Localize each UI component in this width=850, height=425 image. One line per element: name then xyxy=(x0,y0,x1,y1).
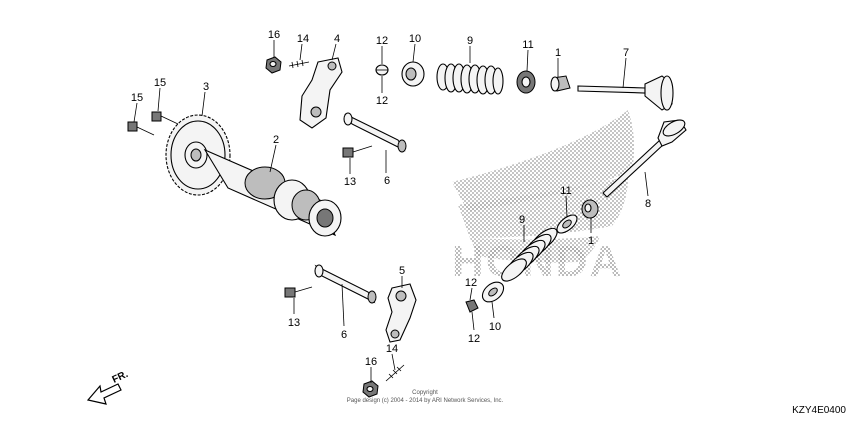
callout-2: 2 xyxy=(273,134,279,146)
callout-15-a: 15 xyxy=(154,77,166,89)
callout-10-upper: 10 xyxy=(409,33,421,45)
copyright-line-2: Page design (c) 2004 - 2014 by ARI Netwo… xyxy=(347,398,504,404)
sprocket-bolt-2 xyxy=(127,121,155,136)
callout-13-upper: 13 xyxy=(344,176,356,188)
callout-12-upper-a: 12 xyxy=(376,35,388,47)
spring-seat-upper xyxy=(516,70,536,94)
rocker-shaft-upper xyxy=(343,112,407,153)
callout-10-lower: 10 xyxy=(489,321,501,333)
callout-13-lower: 13 xyxy=(288,317,300,329)
callout-5: 5 xyxy=(399,265,405,277)
spring-retainer-lower xyxy=(481,281,505,303)
callout-1-lower: 1 xyxy=(588,235,594,247)
nut-lower xyxy=(362,380,379,398)
camshaft xyxy=(203,148,342,237)
diagram-code: KZY4E0400 xyxy=(792,405,846,416)
callout-9-upper: 9 xyxy=(467,35,473,47)
callout-6-upper: 6 xyxy=(384,175,390,187)
nut-upper xyxy=(265,56,282,74)
callout-6-lower: 6 xyxy=(341,329,347,341)
leader-lines xyxy=(133,40,649,383)
stem-seal-lower xyxy=(581,199,599,219)
exhaust-valve xyxy=(602,119,687,198)
stem-seal-upper xyxy=(550,75,571,92)
spring-seat-lower xyxy=(556,214,578,234)
callout-15-b: 15 xyxy=(131,92,143,104)
sprocket-bolt-1 xyxy=(151,111,179,125)
spring-retainer-upper xyxy=(401,61,425,87)
copyright-line-1: Copyright xyxy=(412,390,438,396)
bolt-lower xyxy=(284,286,313,298)
callout-12-lower-a: 12 xyxy=(465,277,477,289)
callout-1-upper: 1 xyxy=(555,47,561,59)
callout-11-upper: 11 xyxy=(522,39,533,51)
callout-8: 8 xyxy=(645,198,651,210)
callout-16-lower: 16 xyxy=(365,356,377,368)
adjusting-screw-lower xyxy=(385,364,405,382)
callout-4: 4 xyxy=(334,33,340,45)
valve-cotter-upper xyxy=(375,64,389,76)
intake-valve xyxy=(577,75,674,111)
callout-14-lower: 14 xyxy=(386,343,398,355)
adjusting-screw-upper xyxy=(288,59,310,69)
callout-12-lower-b: 12 xyxy=(468,333,480,345)
callout-3: 3 xyxy=(203,81,209,93)
valve-spring-upper xyxy=(436,63,504,95)
callout-14-upper: 14 xyxy=(297,33,309,45)
rocker-arm-lower xyxy=(385,283,417,343)
rocker-shaft-lower xyxy=(314,264,377,304)
callout-11-lower: 11 xyxy=(560,185,571,197)
callouts: 16 14 4 12 12 10 9 11 1 7 3 15 15 2 13 6… xyxy=(131,29,651,368)
rocker-arm-upper xyxy=(299,57,343,129)
callout-9-lower: 9 xyxy=(519,214,525,226)
front-direction-label: FR. xyxy=(111,369,130,386)
valve-cotter-lower xyxy=(465,299,479,313)
callout-16-upper: 16 xyxy=(268,29,280,41)
cam-sprocket xyxy=(165,114,231,196)
front-direction-arrow: FR. xyxy=(86,369,130,405)
callout-7: 7 xyxy=(623,47,629,59)
valve-spring-lower xyxy=(501,227,558,282)
callout-12-upper-b: 12 xyxy=(376,95,388,107)
bolt-upper xyxy=(342,145,373,158)
